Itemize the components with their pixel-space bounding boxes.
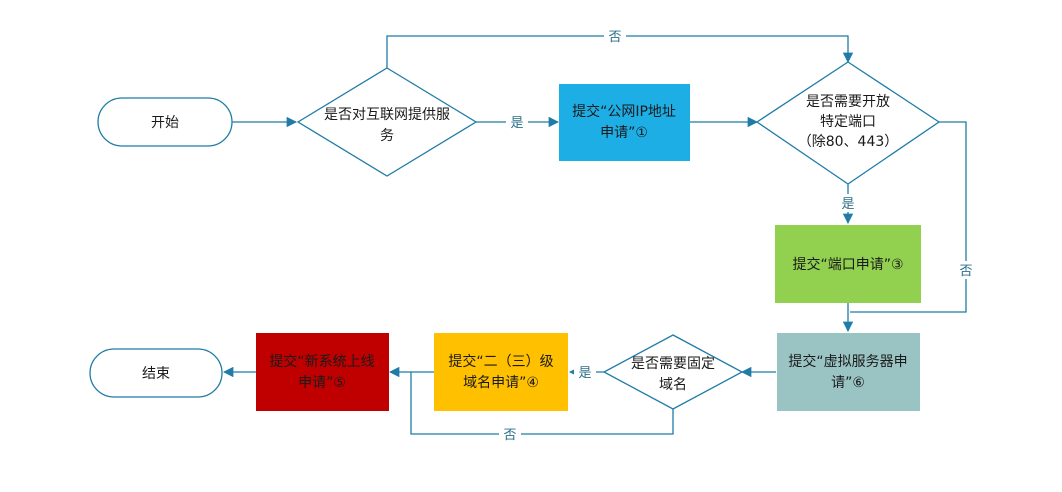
label-port-yes: 是 bbox=[841, 197, 854, 212]
virtual-server-line-1: 提交“虚拟服务器申 bbox=[788, 353, 907, 370]
domain-request-node: 提交“二（三）级 域名申请”④ bbox=[434, 333, 568, 411]
label-internet-yes: 是 bbox=[510, 116, 523, 131]
decision-port-line-2: 特定端口 bbox=[820, 114, 876, 130]
public-ip-line-1: 提交“公网IP地址 bbox=[572, 103, 676, 120]
domain-request-line-1: 提交“二（三）级 bbox=[448, 353, 553, 370]
label-port-no: 否 bbox=[959, 264, 972, 279]
domain-request-line-2: 域名申请”④ bbox=[463, 375, 539, 391]
new-system-line-2: 申请”⑤ bbox=[298, 375, 346, 391]
virtual-server-node: 提交“虚拟服务器申 请”⑥ bbox=[777, 333, 920, 411]
label-domain-no: 否 bbox=[503, 428, 516, 443]
label-domain-yes: 是 bbox=[578, 366, 591, 381]
edge-labels: 是 否 是 否 是 否 bbox=[499, 27, 977, 443]
decision-internet-node: 是否对互联网提供服 务 bbox=[296, 67, 478, 177]
virtual-server-line-2: 请”⑥ bbox=[831, 375, 865, 391]
public-ip-node: 提交“公网IP地址 申请”① bbox=[559, 84, 690, 161]
decision-port-line-1: 是否需要开放 bbox=[806, 94, 890, 110]
port-request-label: 提交“端口申请”③ bbox=[792, 256, 903, 273]
label-internet-no: 否 bbox=[608, 30, 621, 45]
end-node: 结束 bbox=[89, 348, 223, 398]
decision-domain-node: 是否需要固定 域名 bbox=[602, 334, 744, 410]
decision-domain-line-2: 域名 bbox=[659, 377, 687, 393]
edge-domain-no bbox=[410, 372, 674, 435]
decision-port-node: 是否需要开放 特定端口 （除80、443） bbox=[755, 61, 941, 185]
start-label: 开始 bbox=[151, 115, 179, 131]
decision-internet-line-1: 是否对互联网提供服 bbox=[324, 107, 450, 123]
port-request-node: 提交“端口申请”③ bbox=[775, 225, 921, 303]
end-label: 结束 bbox=[142, 366, 170, 382]
edge-port-no bbox=[850, 121, 967, 313]
decision-internet-line-2: 务 bbox=[380, 128, 394, 144]
new-system-node: 提交“新系统上线 申请”⑤ bbox=[256, 333, 389, 411]
decision-domain-line-1: 是否需要固定 bbox=[631, 356, 715, 372]
decision-port-line-3: （除80、443） bbox=[798, 134, 899, 150]
start-node: 开始 bbox=[97, 97, 233, 147]
new-system-line-1: 提交“新系统上线 bbox=[269, 353, 374, 370]
public-ip-line-2: 申请”① bbox=[600, 125, 648, 141]
